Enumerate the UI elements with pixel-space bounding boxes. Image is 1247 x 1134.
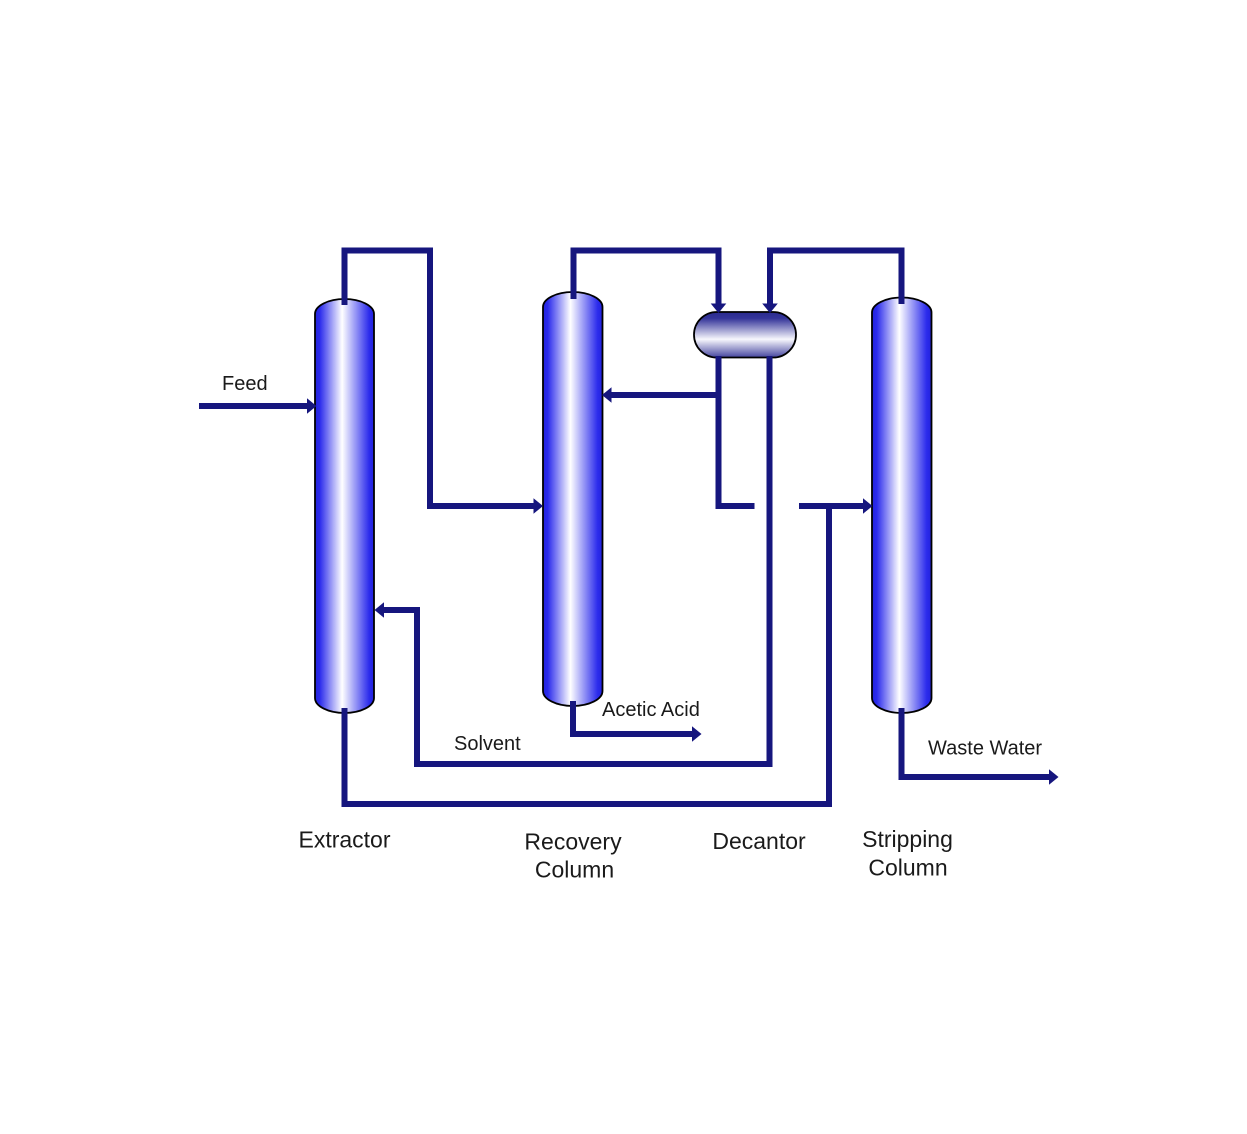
svg-text:Decantor: Decantor: [712, 828, 806, 854]
svg-text:Extractor: Extractor: [298, 827, 390, 853]
svg-text:Solvent: Solvent: [454, 733, 521, 755]
svg-text:Feed: Feed: [222, 373, 268, 395]
svg-text:Waste Water: Waste Water: [928, 738, 1042, 760]
svg-text:Acetic Acid: Acetic Acid: [602, 699, 700, 721]
svg-text:Column: Column: [535, 857, 614, 883]
svg-text:Recovery: Recovery: [524, 829, 622, 855]
svg-text:Stripping: Stripping: [862, 826, 953, 852]
svg-text:Column: Column: [868, 855, 947, 881]
